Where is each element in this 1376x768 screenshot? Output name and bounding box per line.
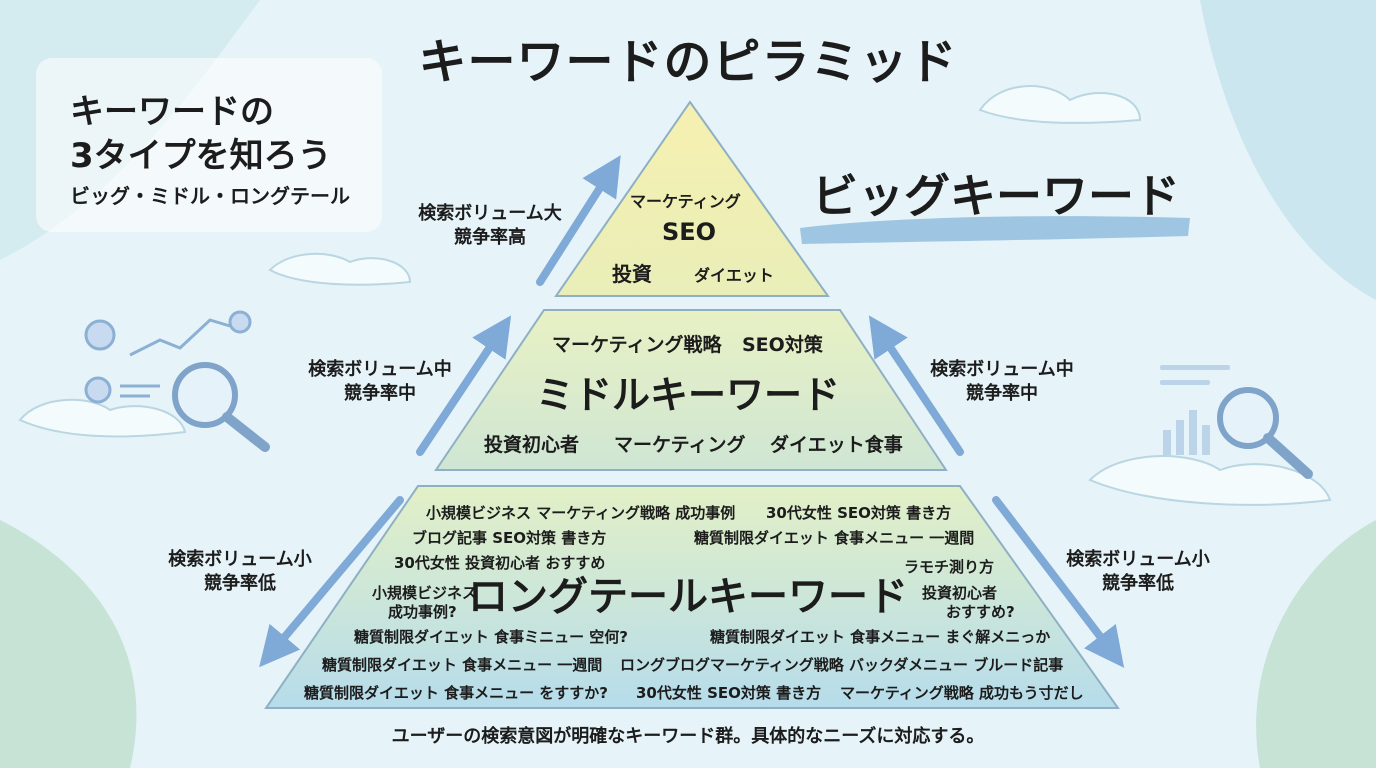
long-keyword-14: 30代女性 SEO対策 書き方 (636, 682, 821, 703)
intro-card-line2: 3タイプを知ろう (70, 128, 332, 177)
long-keyword-2: 30代女性 SEO対策 書き方 (766, 502, 951, 523)
top-keyword-diet: ダイエット (694, 262, 774, 286)
competition-text: 競争率高 (410, 226, 570, 250)
long-keyword-12: ロングブログマーケティング戦略 バックダメニュー ブルード記事 (620, 654, 1063, 675)
intro-card-line3: ビッグ・ミドル・ロングテール (70, 180, 350, 209)
footer-caption: ユーザーの検索意図が明確なキーワード群。具体的なニーズに対応する。 (0, 722, 1376, 748)
volume-text: 検索ボリューム大 (410, 202, 570, 226)
mid-keyword-1: マーケティング戦略 (552, 330, 721, 357)
long-keyword-10: 糖質制限ダイエット 食事メニュー まぐ解メニっか (710, 626, 1050, 647)
mid-keyword-3: 投資初心者 (484, 430, 579, 457)
cloud-2 (270, 254, 410, 285)
long-keyword-3: ブログ記事 SEO対策 書き方 (412, 527, 606, 548)
long-keyword-4: 糖質制限ダイエット 食事メニュー 一週間 (694, 527, 974, 548)
long-keyword-1: 小規模ビジネス マーケティング戦略 成功事例 (426, 502, 735, 523)
intro-card-line1: キーワードの (70, 84, 274, 133)
arrow-label-top-left: 検索ボリューム大 競争率高 (410, 202, 570, 250)
long-tier-title: ロングテールキーワード (0, 564, 1376, 622)
long-keyword-11: 糖質制限ダイエット 食事メニュー 一週間 (322, 654, 602, 675)
long-keyword-15: マーケティング戦略 成功もう寸だし (840, 682, 1084, 703)
mid-tier-title: ミドルキーワード (0, 364, 1376, 419)
long-keyword-13: 糖質制限ダイエット 食事メニュー をすすか? (304, 682, 608, 703)
top-keyword-marketing: マーケティング (630, 188, 741, 212)
mid-keyword-5: ダイエット食事 (770, 430, 903, 457)
mid-keyword-4: マーケティング (614, 430, 745, 457)
top-keyword-invest: 投資 (612, 258, 652, 287)
top-keyword-seo: SEO (662, 218, 716, 246)
long-keyword-9: 糖質制限ダイエット 食事ミニュー 空何? (354, 626, 628, 647)
mid-keyword-2: SEO対策 (742, 330, 823, 357)
big-keyword-label: ビッグキーワード (812, 160, 1180, 226)
